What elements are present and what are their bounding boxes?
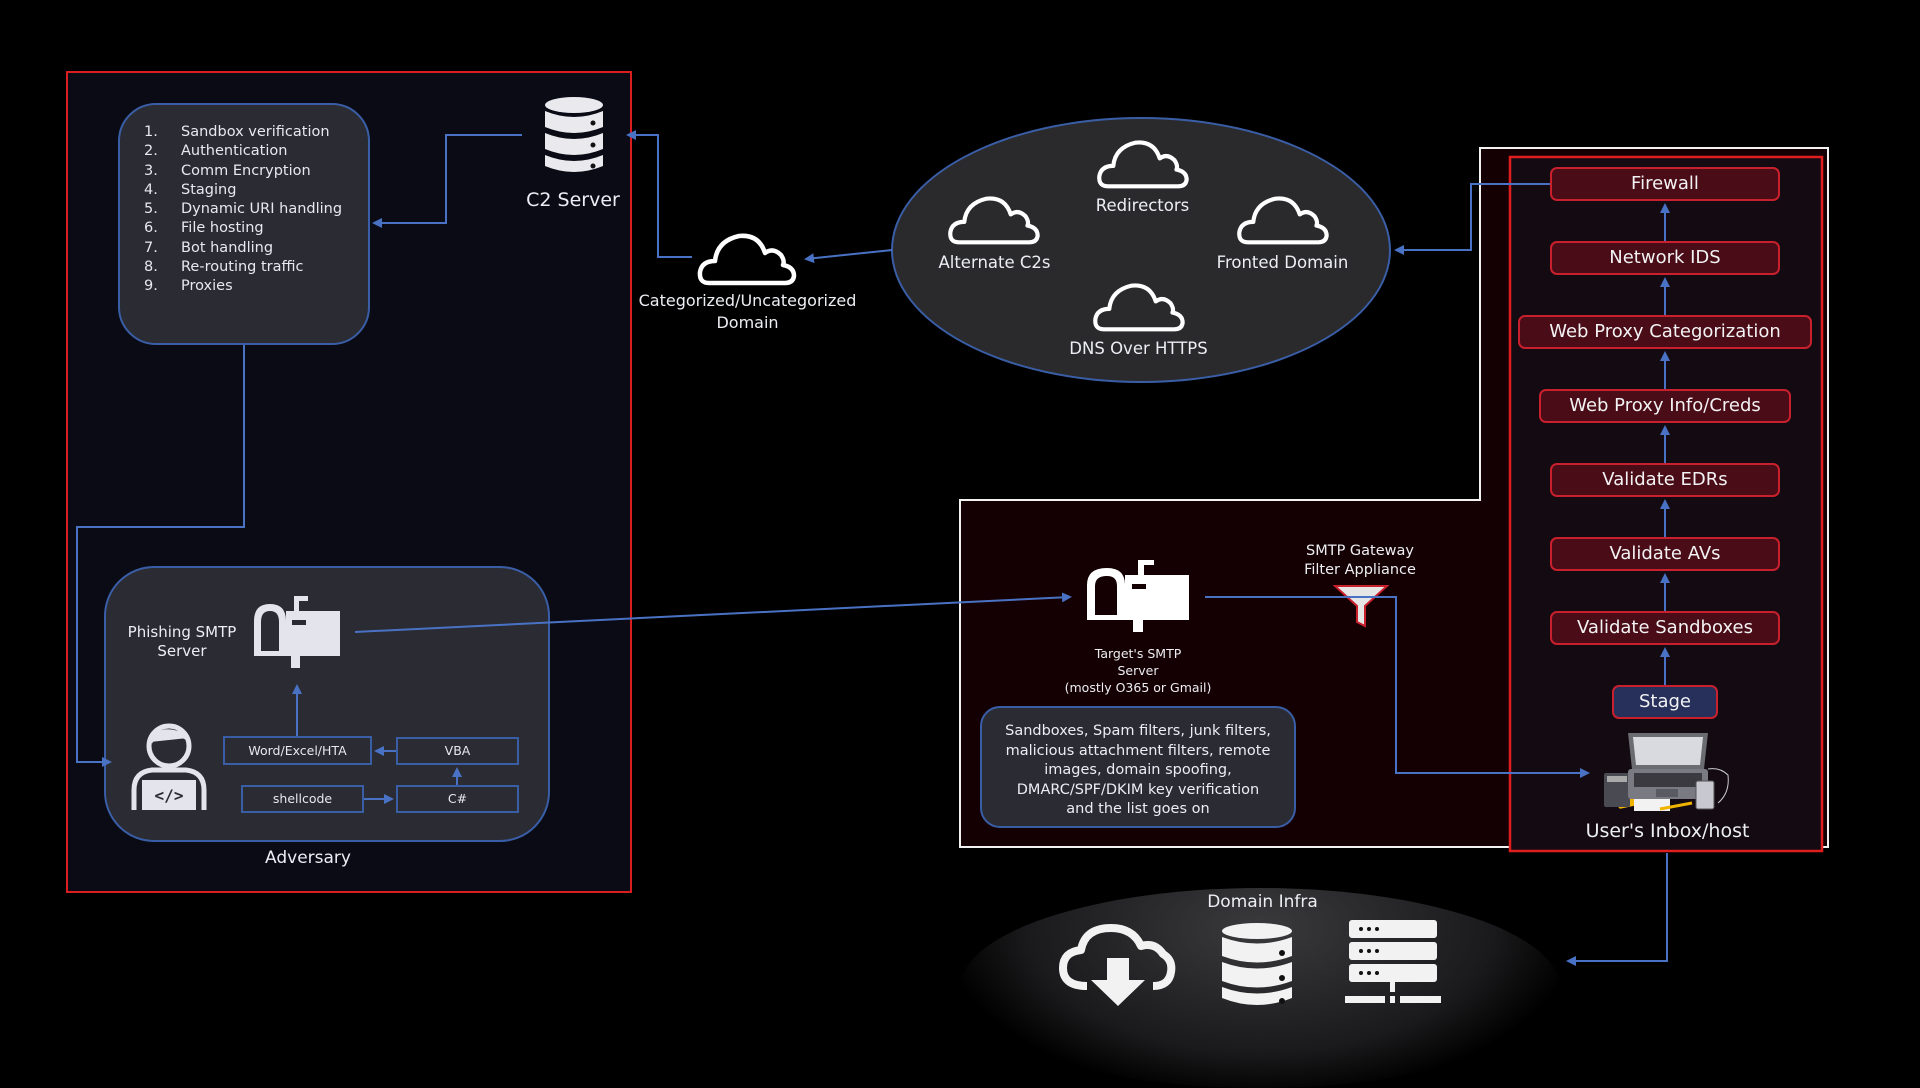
- c2-server-label: C2 Server: [526, 189, 620, 211]
- payload-csharp: C#: [396, 785, 519, 813]
- capability-label: Comm Encryption: [181, 162, 311, 179]
- fronted-domain-label: Fronted Domain: [1216, 253, 1349, 272]
- categorized-domain-label: Categorized/Uncategorized Domain: [630, 290, 865, 334]
- smtp-gateway-label: SMTP Gateway Filter Appliance: [1290, 542, 1430, 580]
- capability-number: 9.: [144, 278, 158, 295]
- smtp-gateway-label-line2: Filter Appliance: [1304, 562, 1416, 578]
- pipeline-web-proxy-info-creds: Web Proxy Info/Creds: [1539, 389, 1791, 423]
- domain-to-c2-arrow: [626, 130, 692, 258]
- database-icon: [543, 96, 605, 174]
- capability-item: 6. File hosting: [144, 219, 368, 238]
- payload-shellcode: shellcode: [241, 785, 364, 813]
- filter-note-line: and the list goes on: [1066, 801, 1210, 817]
- svg-text:</>: </>: [155, 786, 184, 805]
- payload-word-excel-hta: Word/Excel/HTA: [223, 736, 372, 765]
- user-inbox-host-label: User's Inbox/host: [1585, 820, 1750, 842]
- capability-label: Dynamic URI handling: [181, 201, 343, 218]
- laptop-workstation-icon: [1600, 733, 1735, 813]
- cloud-icon: [697, 231, 797, 287]
- alternate-c2s-label: Alternate C2s: [938, 253, 1051, 272]
- capability-item: 5. Dynamic URI handling: [144, 200, 368, 219]
- filter-note-line: images, domain spoofing,: [1044, 762, 1232, 778]
- filter-note-line: DMARC/SPF/DKIM key verification: [1016, 781, 1260, 798]
- capability-item: 1. Sandbox verification: [144, 123, 368, 142]
- capability-label: Re-routing traffic: [181, 259, 304, 276]
- pipeline-web-proxy-categorization: Web Proxy Categorization: [1518, 315, 1812, 349]
- capability-number: 3.: [144, 162, 158, 179]
- c2-capabilities-list: 1.Sandbox verification 2.Authentication …: [120, 105, 368, 297]
- cloud-icon: [1093, 138, 1193, 190]
- c2-capabilities-box: 1.Sandbox verification 2.Authentication …: [118, 103, 370, 345]
- capability-item: 3. Comm Encryption: [144, 162, 368, 181]
- pipeline-validate-sandboxes: Validate Sandboxes: [1550, 611, 1780, 645]
- payload-vba: VBA: [396, 737, 519, 765]
- phishing-smtp-label: Phishing SMTP Server: [127, 623, 237, 660]
- target-smtp-label-line2: Server: [1117, 663, 1159, 678]
- capability-item: 9. Proxies: [144, 277, 368, 296]
- capability-label: Bot handling: [181, 239, 274, 256]
- capability-number: 5.: [144, 201, 158, 218]
- capability-label: Proxies: [181, 278, 233, 295]
- pipeline-validate-edrs: Validate EDRs: [1550, 463, 1780, 497]
- capability-label: Sandbox verification: [181, 124, 330, 140]
- capability-item: 8. Re-routing traffic: [144, 258, 368, 277]
- database-icon: [1220, 922, 1294, 1008]
- capability-label: Staging: [181, 181, 237, 198]
- smtp-gateway-label-line1: SMTP Gateway: [1306, 543, 1414, 559]
- cloud-download-icon: [1057, 924, 1179, 1006]
- filter-funnel-icon: [1332, 584, 1390, 628]
- target-smtp-label: Target's SMTP Server (mostly O365 or Gma…: [1050, 645, 1226, 696]
- pipeline-firewall: Firewall: [1550, 167, 1780, 201]
- dns-over-https-label: DNS Over HTTPS: [1069, 339, 1208, 358]
- pipeline-validate-avs: Validate AVs: [1550, 537, 1780, 571]
- capability-number: 6.: [144, 220, 158, 237]
- capability-label: Authentication: [181, 143, 288, 160]
- cloud-icon: [1089, 281, 1189, 333]
- categorized-domain-label-line2: Domain: [716, 313, 779, 332]
- capability-item: 2. Authentication: [144, 142, 368, 161]
- pipeline-stage: Stage: [1612, 685, 1718, 719]
- categorized-domain-label-line1: Categorized/Uncategorized: [638, 291, 857, 310]
- domain-infra-label: Domain Infra: [1207, 892, 1318, 912]
- ellipse-to-domain-arrow: [804, 249, 893, 264]
- mailbox-icon: [1085, 560, 1191, 634]
- host-to-domain-infra-arrow: [1566, 853, 1668, 966]
- target-smtp-label-line1: Target's SMTP: [1094, 646, 1182, 661]
- pipeline-network-ids: Network IDS: [1550, 241, 1780, 275]
- capability-item: 4. Staging: [144, 181, 368, 200]
- cloud-icon: [944, 194, 1044, 246]
- capability-number: 4.: [144, 181, 158, 198]
- capability-item: 7. Bot handling: [144, 239, 368, 258]
- email-filters-note: Sandboxes, Spam filters, junk filters, m…: [980, 706, 1296, 828]
- adversary-label: Adversary: [265, 848, 351, 868]
- server-rack-icon: [1345, 920, 1441, 1006]
- mailbox-icon: [252, 596, 342, 670]
- redirectors-label: Redirectors: [1095, 196, 1190, 215]
- filter-note-line: Sandboxes, Spam filters, junk filters,: [1005, 723, 1271, 739]
- filter-note-line: malicious attachment filters, remote: [1005, 742, 1271, 759]
- capability-number: 1.: [144, 124, 158, 140]
- developer-icon: </>: [128, 720, 210, 812]
- target-smtp-label-line3: (mostly O365 or Gmail): [1064, 680, 1212, 695]
- domain-infra-ellipse: [960, 888, 1560, 1088]
- capability-number: 7.: [144, 239, 158, 256]
- capability-number: 2.: [144, 143, 158, 160]
- cloud-icon: [1233, 194, 1333, 246]
- capability-number: 8.: [144, 259, 158, 276]
- capability-label: File hosting: [181, 220, 264, 237]
- firewall-to-ellipse-arrow: [1394, 183, 1550, 255]
